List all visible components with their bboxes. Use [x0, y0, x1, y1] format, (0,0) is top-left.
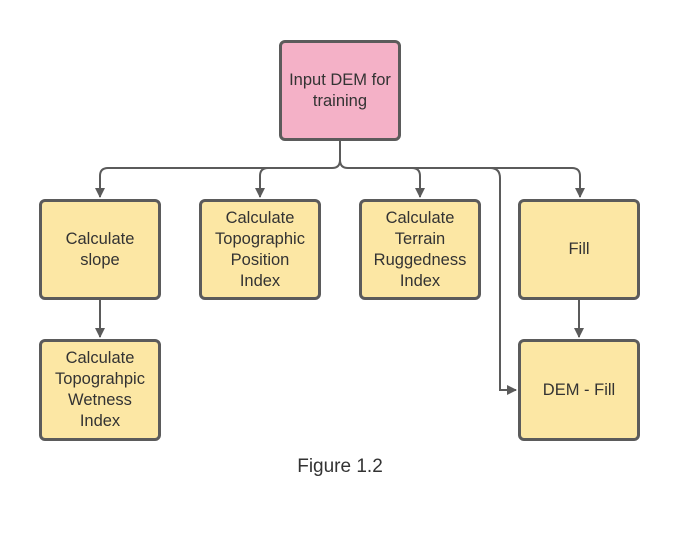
node-input-dem-label: Input DEM for training: [289, 70, 391, 110]
figure-caption: Figure 1.2: [297, 456, 383, 477]
edge-input-to-slope: [95, 141, 341, 198]
node-fill: Fill: [518, 199, 640, 300]
node-calculate-twi: Calculate Topograhpic Wetness Index: [39, 339, 161, 441]
node-calculate-twi-label: Calculate Topograhpic Wetness Index: [55, 349, 145, 430]
node-dem-fill-label: DEM - Fill: [542, 380, 616, 399]
edge-input-to-fill: [412, 167, 585, 198]
node-calculate-tri-label: Calculate Terrain Ruggedness Index: [373, 208, 467, 290]
node-fill-label: Fill: [568, 240, 590, 258]
edge-input-to-tri: [339, 159, 425, 198]
node-calculate-tpi: Calculate Topographic Position Index: [199, 199, 321, 300]
edge-input-to-tpi: [255, 167, 269, 198]
node-calculate-slope: Calculate slope: [39, 199, 161, 300]
edge-input-to-dem-fill: [489, 167, 517, 395]
node-input-dem: Input DEM for training: [279, 40, 401, 141]
node-calculate-tri: Calculate Terrain Ruggedness Index: [359, 199, 481, 300]
node-calculate-slope-label: Calculate slope: [65, 229, 135, 269]
node-dem-fill: DEM - Fill: [518, 339, 640, 441]
node-calculate-tpi-label: Calculate Topographic Position Index: [215, 208, 305, 290]
